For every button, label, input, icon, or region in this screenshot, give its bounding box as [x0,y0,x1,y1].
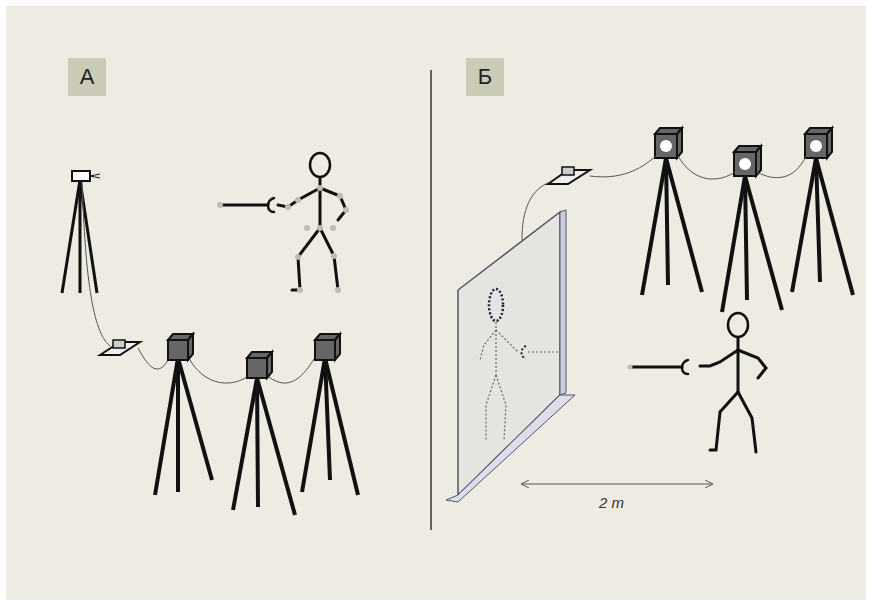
panel-letter: Б [466,58,504,96]
background [6,6,866,600]
panel-label: Б [478,64,492,90]
dimension-label: 2 m [597,494,626,511]
panel-label: А [80,64,95,90]
panel-letter: А [68,58,106,96]
